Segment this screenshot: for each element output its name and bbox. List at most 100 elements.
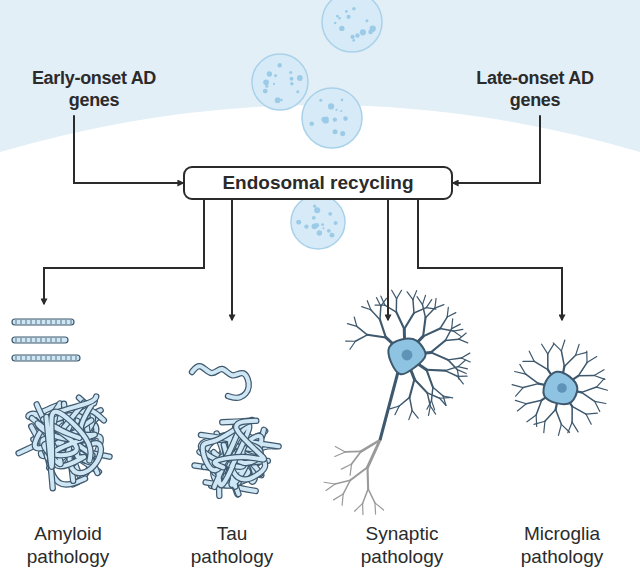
cell-process (534, 421, 545, 424)
cell-process (396, 299, 398, 312)
fibril-outline (192, 366, 249, 398)
fibril-segment (36, 356, 37, 360)
cell-process (515, 400, 526, 403)
cell-process (414, 379, 427, 393)
fibril-outline (46, 412, 90, 467)
cell-process (445, 371, 457, 377)
fibril-segment (31, 338, 32, 342)
vesicle-cargo (312, 216, 316, 220)
cell-process (523, 361, 534, 362)
vesicle-cargo (343, 116, 348, 121)
cell-process (363, 489, 369, 504)
cell-process (520, 364, 526, 374)
fibril-outline (215, 421, 264, 467)
cell-process (430, 406, 435, 414)
fibril-segment (66, 356, 67, 360)
connector-arrow (387, 200, 389, 320)
fibril-segment (51, 356, 52, 360)
cell-process (426, 300, 431, 308)
cell-process (526, 400, 541, 404)
cell-body (388, 339, 425, 375)
vesicle-cargo (340, 131, 345, 136)
cell-process (431, 340, 445, 352)
fibril-segment (71, 356, 72, 360)
microglia-illustration (512, 340, 607, 435)
cell-process (361, 440, 380, 451)
connector-arrow (74, 115, 183, 183)
cell-process (458, 360, 465, 366)
cell-process (576, 344, 580, 355)
cell-process (335, 447, 345, 452)
vesicle-cargo (304, 224, 308, 228)
cell-process (572, 406, 586, 414)
cell-process (335, 452, 345, 457)
fibril-segment (76, 356, 77, 360)
fibril-segment (31, 356, 32, 360)
fibril-segment (16, 338, 17, 342)
cell-process (375, 304, 385, 305)
cell-process (335, 480, 350, 484)
node-text: Amyloid pathology (6, 522, 130, 568)
cell-process (445, 339, 458, 340)
cell-process (431, 352, 448, 359)
vesicle-cargo (336, 15, 339, 18)
cell-process (350, 464, 351, 475)
vesicle-cargo (322, 227, 324, 229)
cell-process (586, 413, 597, 415)
vesicle (252, 54, 308, 110)
fibril-segment (41, 356, 42, 360)
cell-process (410, 397, 413, 410)
cell-process (561, 351, 564, 367)
pathology-panel: Microglia pathology (494, 322, 630, 568)
cell-process (529, 351, 534, 361)
vesicle-cargo (296, 90, 299, 93)
cell-process (397, 290, 402, 298)
cell-process (526, 374, 539, 383)
vesicle-cargo (350, 35, 354, 39)
vesicle-cargo (274, 74, 277, 77)
cell-process (452, 324, 461, 328)
cell-process (423, 328, 440, 336)
cell-process (435, 298, 436, 308)
cell-process (417, 297, 423, 305)
cell-process (536, 400, 542, 415)
vesicle-cargo (333, 117, 337, 121)
vesicle-cargo (280, 99, 283, 102)
cell-process (512, 385, 523, 388)
vesicle-cargo (278, 63, 282, 67)
fibril (31, 410, 104, 473)
cell-process (345, 450, 361, 452)
cell-process (422, 295, 425, 304)
cell-process (523, 384, 538, 388)
amyloid-fibril (12, 337, 68, 343)
vesicle-cargo (335, 109, 337, 111)
cell-process (461, 353, 469, 358)
vesicle-cargo (263, 80, 269, 86)
amyloid-illustration (12, 319, 110, 488)
cell-process (594, 370, 604, 376)
cell-process (374, 503, 376, 514)
fibril-segment (31, 320, 32, 324)
node-text: Late-onset AD genes (455, 68, 615, 111)
cell-process (355, 335, 367, 341)
vesicle-cargo (338, 17, 341, 20)
vesicle-cargo (290, 82, 294, 86)
cell-process (350, 467, 367, 480)
gene-group-label: Early-onset AD genes (14, 68, 174, 111)
neuron-illustration (324, 290, 470, 514)
cell-process (458, 367, 467, 369)
cell-process (558, 424, 561, 435)
vesicle-cargo (334, 221, 338, 225)
nucleus (402, 350, 413, 361)
fibril-segment (41, 320, 42, 324)
vesicle-cargo (360, 29, 366, 35)
cell-process (410, 379, 415, 397)
fibril-segment (56, 338, 57, 342)
cell-process (371, 310, 380, 320)
cell-process (561, 424, 569, 432)
vesicle-cargo (339, 26, 344, 31)
cell-process (347, 324, 356, 327)
vesicle-cargo (289, 71, 292, 74)
fibril (215, 421, 264, 467)
cell-process (534, 361, 548, 369)
